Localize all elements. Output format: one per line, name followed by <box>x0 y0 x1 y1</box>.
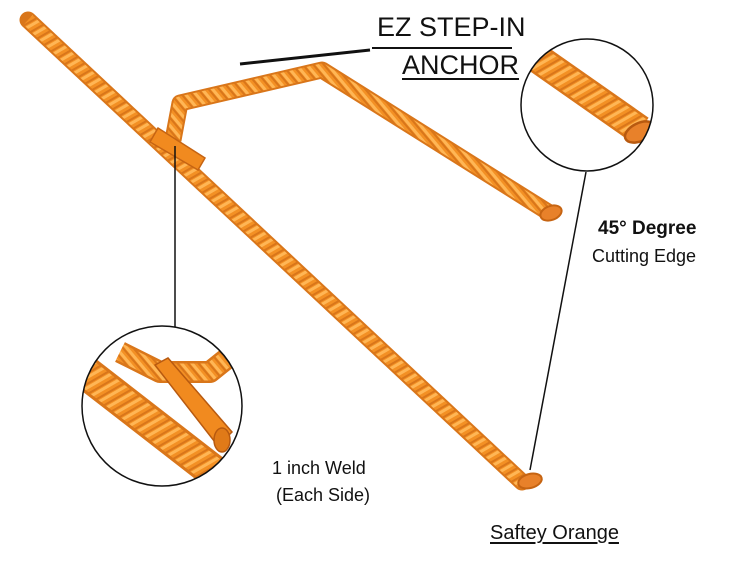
color-label: Saftey Orange <box>490 522 619 544</box>
weld-joint <box>148 126 207 172</box>
name-callout-line <box>239 48 371 66</box>
weld-size-label: 1 inch Weld <box>272 458 366 478</box>
staple-rebar-leg <box>148 61 563 222</box>
staple-leg-cut-tip <box>539 204 563 222</box>
weld-side-label: (Each Side) <box>276 485 371 505</box>
cutting-edge-label: Cutting Edge <box>592 246 697 266</box>
main-leg-cut-tip <box>517 472 543 490</box>
main-rebar-leg <box>19 11 543 491</box>
cutting-edge-angle-label: 45° Degree <box>598 218 697 239</box>
product-name-line1: EZ STEP-IN <box>377 12 526 42</box>
cutting-edge-zoom-circle <box>520 38 654 172</box>
product-name-line2: ANCHOR <box>402 50 520 80</box>
weld-zoom-circle <box>81 325 243 487</box>
tip-callout-line <box>529 171 587 471</box>
